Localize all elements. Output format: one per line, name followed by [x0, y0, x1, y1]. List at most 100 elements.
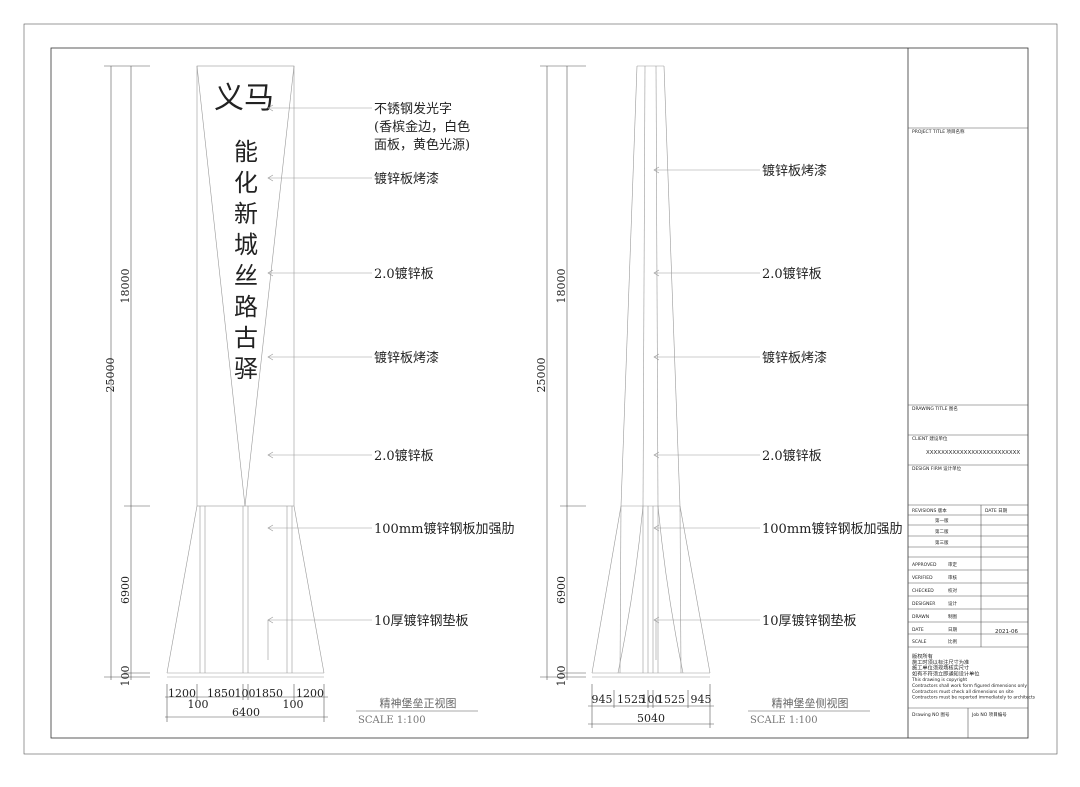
callout-label: 10厚镀锌钢垫板	[762, 613, 857, 629]
tb-rev-1: 第一版	[935, 517, 949, 524]
front-title-char: 化	[234, 169, 258, 197]
tb-sign-en: APPROVED	[912, 562, 937, 568]
callout-label: 镀锌板烤漆	[374, 171, 439, 187]
front-callouts: 不锈钢发光字(香槟金边，白色面板，黄色光源)镀锌板烤漆2.0镀锌板镀锌板烤漆2.…	[267, 101, 514, 660]
front-title-char: 古	[234, 324, 258, 352]
callout-arrow	[653, 524, 660, 532]
callout-arrow	[653, 353, 660, 361]
tb-sign-zh: 比例	[948, 638, 957, 645]
side-dim-b4: 1525	[657, 693, 685, 706]
front-title-char: 驿	[234, 355, 258, 383]
front-scale: SCALE 1:100	[358, 715, 426, 726]
callout-label: 100mm镀锌钢板加强肋	[374, 521, 514, 537]
tb-note-line: Contractors shall work form figured dime…	[912, 683, 1027, 689]
tb-date-header: DATE 日期	[985, 508, 1008, 514]
callout-label: 10厚镀锌钢垫板	[374, 613, 469, 629]
front-title-char: 新	[234, 200, 258, 228]
tb-sign-zh: 制图	[948, 613, 957, 620]
callout-label: 2.0镀锌板	[762, 448, 822, 464]
tb-note-line: Contractors must be reported immediately…	[912, 695, 1036, 701]
callout-arrow	[267, 269, 274, 277]
side-scale: SCALE 1:100	[750, 715, 818, 726]
side-bottom-dimensions: 945 1525 100 1525 945 5040	[588, 684, 714, 728]
front-title-char: 丝	[234, 262, 258, 290]
front-dim-s2: 100	[283, 698, 304, 711]
callout-arrow	[267, 174, 274, 182]
tb-sign-zh: 审核	[948, 574, 957, 581]
callout-arrow	[653, 269, 660, 277]
side-dim-b5: 945	[691, 693, 712, 706]
callout-arrow	[653, 451, 660, 459]
tb-sign-zh: 校对	[948, 587, 957, 594]
callout-label: 2.0镀锌板	[374, 266, 434, 282]
tb-sign-zh: 日期	[948, 627, 957, 633]
callout-label: 镀锌板烤漆	[762, 163, 827, 179]
tb-sign-en: SCALE	[912, 639, 927, 645]
front-title-char: 能	[234, 138, 258, 166]
tb-note-line: 版权所有	[912, 652, 933, 660]
front-dim-b1: 1200	[168, 687, 196, 700]
tb-date-value: 2021-06	[995, 629, 1018, 635]
front-view-name: 精神堡垒正视图	[380, 696, 457, 710]
tb-note-line: This drawing is copyright	[911, 677, 967, 683]
tb-sign-zh: 设计	[948, 600, 957, 607]
side-view-name: 精神堡垒侧视图	[772, 696, 849, 710]
front-dim-lower: 6900	[119, 576, 132, 604]
callout-label: 2.0镀锌板	[762, 266, 822, 282]
tb-client-value: XXXXXXXXXXXXXXXXXXXXXXXXX	[926, 450, 1020, 456]
tb-rev-3: 第三版	[935, 539, 949, 546]
tb-drawing-no: Drawing NO 图号	[912, 712, 950, 718]
callout-arrow	[267, 524, 274, 532]
title-block: PROJECT TITLE 项目名称 DRAWING TITLE 图名 CLIE…	[907, 48, 1036, 738]
side-dim-total-width: 5040	[637, 712, 665, 725]
side-elevation	[591, 65, 711, 678]
front-dim-total: 25000	[104, 358, 117, 393]
tb-sign-en: DRAWN	[912, 614, 929, 620]
side-dim-upper: 18000	[555, 269, 568, 304]
tb-rev-2: 第二版	[935, 528, 949, 535]
tb-job-no: Job NO 项目编号	[971, 711, 1007, 718]
front-dim-b5: 1200	[296, 687, 324, 700]
side-dim-base: 100	[555, 666, 568, 687]
front-dim-upper: 18000	[119, 269, 132, 304]
front-dim-b4: 1850	[255, 687, 283, 700]
callout-arrow	[267, 104, 274, 112]
tb-sign-en: DATE	[912, 627, 924, 633]
callout-label: (香槟金边，白色	[374, 119, 470, 135]
front-dim-b2: 1850	[207, 687, 235, 700]
front-dim-b3: 100	[235, 687, 256, 700]
tb-client: CLIENT 建设单位	[912, 435, 948, 442]
tb-design-firm: DESIGN FIRM 设计单位	[912, 465, 962, 472]
side-dim-b2: 1525	[617, 693, 645, 706]
tb-notes: 版权所有施工时须以标注尺寸为准施工单位须现场核实尺寸如有不符须立即通知设计单位T…	[911, 652, 1036, 701]
front-vertical-dimensions: 25000 18000 6900 100	[104, 65, 150, 687]
inner-frame	[50, 47, 1029, 739]
tb-sign-zh: 审定	[948, 561, 957, 568]
tb-drawing-title: DRAWING TITLE 图名	[912, 405, 958, 412]
front-dim-base: 100	[119, 666, 132, 687]
front-dim-s1: 100	[188, 698, 209, 711]
tb-note-line: 如有不符须立即通知设计单位	[912, 669, 979, 677]
callout-label: 镀锌板烤漆	[762, 350, 827, 366]
callout-arrow	[653, 166, 660, 174]
side-dim-lower: 6900	[555, 576, 568, 604]
tb-note-line: 施工时须以标注尺寸为准	[912, 658, 969, 666]
callout-label: 100mm镀锌钢板加强肋	[762, 521, 902, 537]
tb-note-line: 施工单位须现场核实尺寸	[912, 664, 969, 672]
tb-sign-en: CHECKED	[912, 588, 934, 594]
tb-project-title: PROJECT TITLE 项目名称	[912, 128, 965, 135]
side-dim-total: 25000	[535, 358, 548, 393]
side-dim-b1: 945	[592, 693, 613, 706]
callout-label: 镀锌板烤漆	[374, 350, 439, 366]
tb-sign-en: DESIGNER	[912, 601, 935, 607]
callout-arrow	[267, 451, 274, 459]
callout-label: 不锈钢发光字	[374, 101, 452, 117]
tb-note-line: Contractors must check all dimensions on…	[912, 689, 1014, 695]
front-title-char: 城	[234, 231, 258, 259]
callout-label: 面板，黄色光源)	[374, 137, 470, 153]
